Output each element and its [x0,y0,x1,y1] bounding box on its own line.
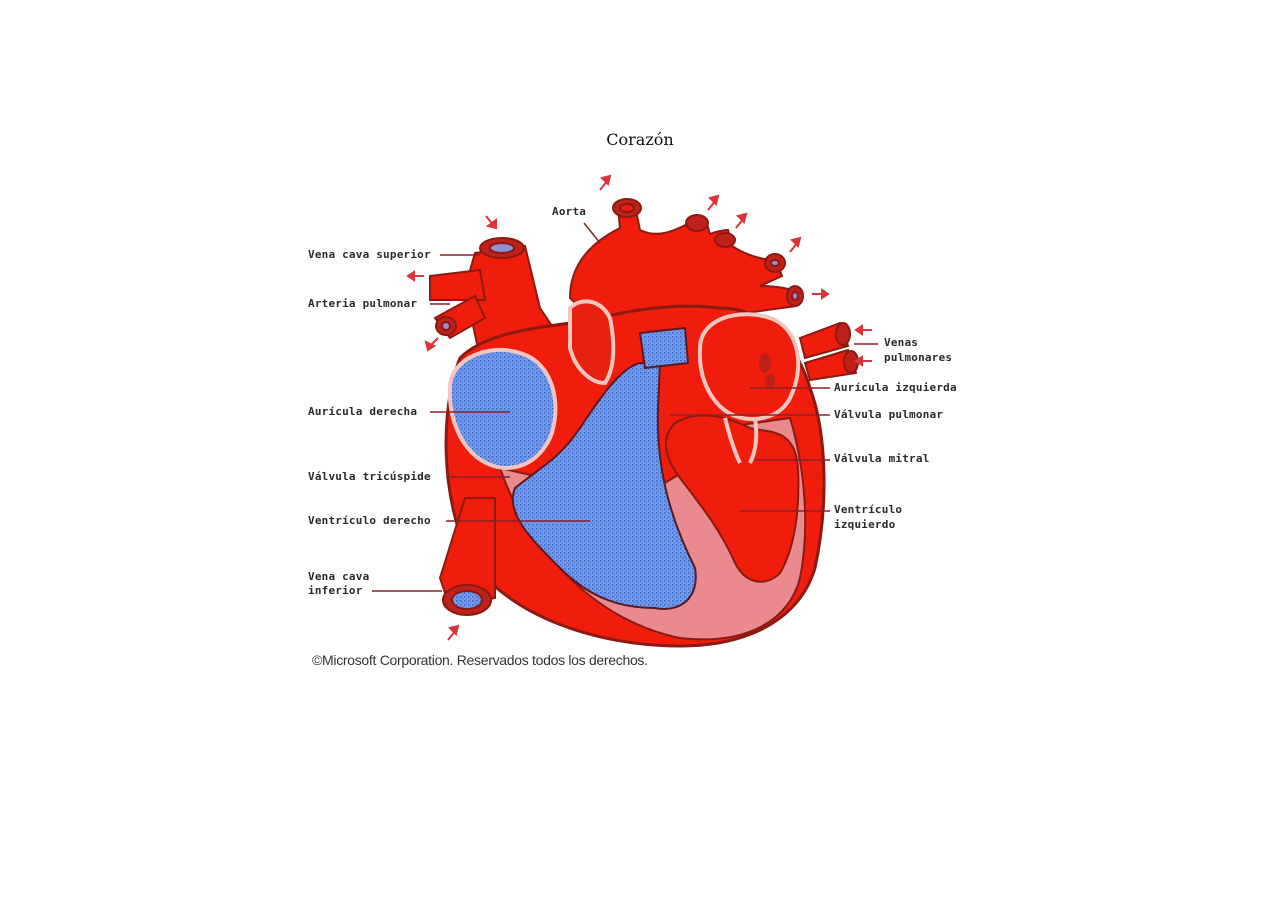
left-ventricle [664,414,800,583]
label-auricula-derecha: Aurícula derecha [308,405,418,418]
leader-lines [372,222,878,592]
flow-arrows [406,174,872,641]
label-auricula-izquierda: Aurícula izquierda [834,381,957,394]
label-vena-cava-superior: Vena cava superior [308,248,431,261]
label-venas-pulmonares-line1: Venas [884,336,919,349]
label-vena-cava-inferior-line1: Vena cava [308,570,370,583]
label-valvula-mitral: Válvula mitral [834,452,930,465]
label-ventriculo-izquierdo-line1: Ventrículo [834,503,903,516]
label-venas-pulmonares-line2: pulmonares [884,351,953,364]
page-title: Corazón [606,130,674,149]
pulmonary-veins [798,321,859,382]
label-ventriculo-izquierdo-line2: izquierdo [834,518,896,531]
label-valvula-pulmonar: Válvula pulmonar [834,408,944,421]
left-atrium [697,312,801,421]
label-aorta: Aorta [552,205,587,218]
heart-illustration [372,174,878,648]
heart-diagram: Vena cava superior Arteria pulmonar Aurí… [300,168,980,678]
label-valvula-tricuspide: Válvula tricúspide [308,470,431,483]
label-vena-cava-inferior-line2: inferior [308,584,363,597]
right-atrium [447,347,558,471]
pulmonary-trunk [638,326,690,370]
copyright-notice: ©Microsoft Corporation. Reservados todos… [312,652,648,668]
label-arteria-pulmonar: Arteria pulmonar [308,297,418,310]
label-ventriculo-derecho: Ventrículo derecho [308,514,431,527]
vena-cava-inferior-vessel [438,497,496,616]
right-ventricle [511,362,697,610]
